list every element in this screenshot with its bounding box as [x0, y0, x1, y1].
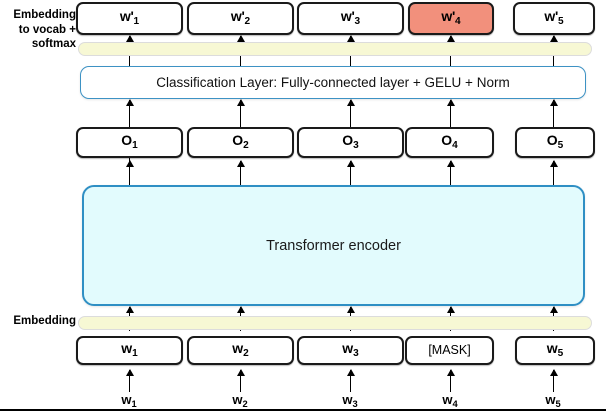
input-token-label-5: w5: [547, 341, 564, 359]
arrow-source-to-input-1: [125, 369, 134, 392]
output-token-box-2[interactable]: w'2: [187, 2, 294, 35]
input-token-label-4: [MASK]: [428, 343, 471, 358]
hidden-state-box-2[interactable]: O2: [187, 127, 294, 158]
arrow-encoder-to-o1: [125, 160, 134, 186]
source-token-sub-5: 5: [555, 398, 561, 409]
input-token-base-2: w: [232, 340, 244, 357]
input-token-sub-2: 2: [243, 348, 249, 360]
arrow-source-to-input-2: [236, 369, 245, 392]
input-token-label-3: w3: [342, 341, 359, 359]
hidden-state-sub-4: 4: [452, 140, 458, 152]
input-token-base-3: w: [342, 340, 354, 357]
hidden-state-base-5: O: [546, 132, 558, 149]
output-token-sub-2: 2: [244, 16, 251, 28]
source-token-2: w2: [210, 393, 270, 409]
hidden-state-base-1: O: [121, 132, 133, 149]
output-token-sub-3: 3: [354, 16, 361, 28]
output-token-base-4: w': [441, 8, 456, 25]
output-token-box-3[interactable]: w'3: [297, 2, 404, 35]
hidden-state-label-2: O2: [232, 133, 249, 151]
hidden-state-base-4: O: [441, 132, 453, 149]
arrow-encoder-to-o5: [549, 160, 558, 186]
source-token-4: w4: [420, 393, 480, 409]
arrow-source-to-input-4: [446, 369, 455, 392]
arrow-encoder-to-o2: [236, 160, 245, 186]
source-token-base-4: w: [442, 392, 453, 407]
hidden-state-sub-1: 1: [132, 140, 138, 152]
output-token-sub-1: 1: [133, 16, 140, 28]
source-token-base-2: w: [232, 392, 243, 407]
hidden-state-label-3: O3: [342, 133, 359, 151]
source-token-base-1: w: [121, 392, 132, 407]
arrow-encoder-to-o4: [446, 160, 455, 186]
source-token-base-5: w: [545, 392, 556, 407]
arrow-source-to-input-3: [346, 369, 355, 392]
classification-layer-panel[interactable]: Classification Layer: Fully-connected la…: [80, 66, 586, 99]
hidden-state-box-4[interactable]: O4: [405, 127, 494, 158]
output-token-base-2: w': [230, 8, 245, 25]
input-token-base-5: w: [546, 340, 558, 357]
arrow-encoder-to-o3: [346, 160, 355, 186]
output-token-label-4: w'4: [441, 9, 460, 27]
output-token-base-3: w': [340, 8, 355, 25]
input-token-box-2[interactable]: w2: [187, 336, 294, 365]
classification-layer-label: Classification Layer: Fully-connected la…: [156, 75, 510, 90]
embedding-to-vocab-bar: [78, 42, 592, 56]
input-token-sub-3: 3: [353, 348, 359, 360]
input-token-box-5[interactable]: w5: [515, 336, 595, 365]
output-token-label-5: w'5: [544, 9, 563, 27]
input-token-label-1: w1: [121, 341, 138, 359]
hidden-state-base-3: O: [342, 132, 354, 149]
hidden-state-label-1: O1: [121, 133, 138, 151]
hidden-state-box-5[interactable]: O5: [515, 127, 595, 158]
input-token-label-2: w2: [232, 341, 249, 359]
output-token-box-4-masked-prediction[interactable]: w'4: [408, 2, 494, 35]
input-token-box-1[interactable]: w1: [76, 336, 183, 365]
input-token-sub-5: 5: [557, 348, 564, 360]
output-token-label-3: w'3: [341, 9, 360, 27]
hidden-state-box-3[interactable]: O3: [297, 127, 404, 158]
label-embedding-to-vocab-softmax: Embedding to vocab + softmax: [13, 9, 76, 51]
source-token-sub-1: 1: [131, 398, 137, 409]
source-token-sub-4: 4: [452, 398, 458, 409]
output-token-sub-4: 4: [455, 16, 461, 28]
embedding-bar: [78, 316, 592, 330]
hidden-state-label-4: O4: [441, 133, 458, 151]
output-token-sub-5: 5: [558, 16, 564, 28]
output-token-label-1: w'1: [120, 9, 139, 27]
hidden-state-sub-2: 2: [243, 140, 249, 152]
output-token-label-2: w'2: [231, 9, 250, 27]
hidden-state-box-1[interactable]: O1: [76, 127, 183, 158]
output-token-base-1: w': [119, 8, 134, 25]
hidden-state-sub-5: 5: [557, 140, 564, 152]
output-token-box-5[interactable]: w'5: [513, 2, 595, 35]
hidden-state-base-2: O: [232, 132, 244, 149]
transformer-encoder-label: Transformer encoder: [266, 237, 401, 254]
input-token-box-4-mask[interactable]: [MASK]: [405, 336, 494, 365]
bottom-rule: [0, 409, 606, 411]
source-token-5: w5: [523, 393, 583, 409]
input-token-base-1: w: [121, 340, 133, 357]
source-token-sub-3: 3: [352, 398, 358, 409]
source-token-sub-2: 2: [242, 398, 248, 409]
source-token-3: w3: [320, 393, 380, 409]
output-token-box-1[interactable]: w'1: [76, 2, 183, 35]
arrow-source-to-input-5: [549, 369, 558, 392]
hidden-state-label-5: O5: [547, 133, 564, 151]
input-token-sub-1: 1: [132, 348, 138, 360]
source-token-1: w1: [99, 393, 159, 409]
transformer-encoder-panel[interactable]: Transformer encoder: [82, 185, 585, 306]
source-token-base-3: w: [342, 392, 353, 407]
input-token-box-3[interactable]: w3: [297, 336, 404, 365]
hidden-state-sub-3: 3: [353, 140, 359, 152]
label-embedding: Embedding: [13, 315, 76, 327]
output-token-base-5: w': [544, 8, 559, 25]
